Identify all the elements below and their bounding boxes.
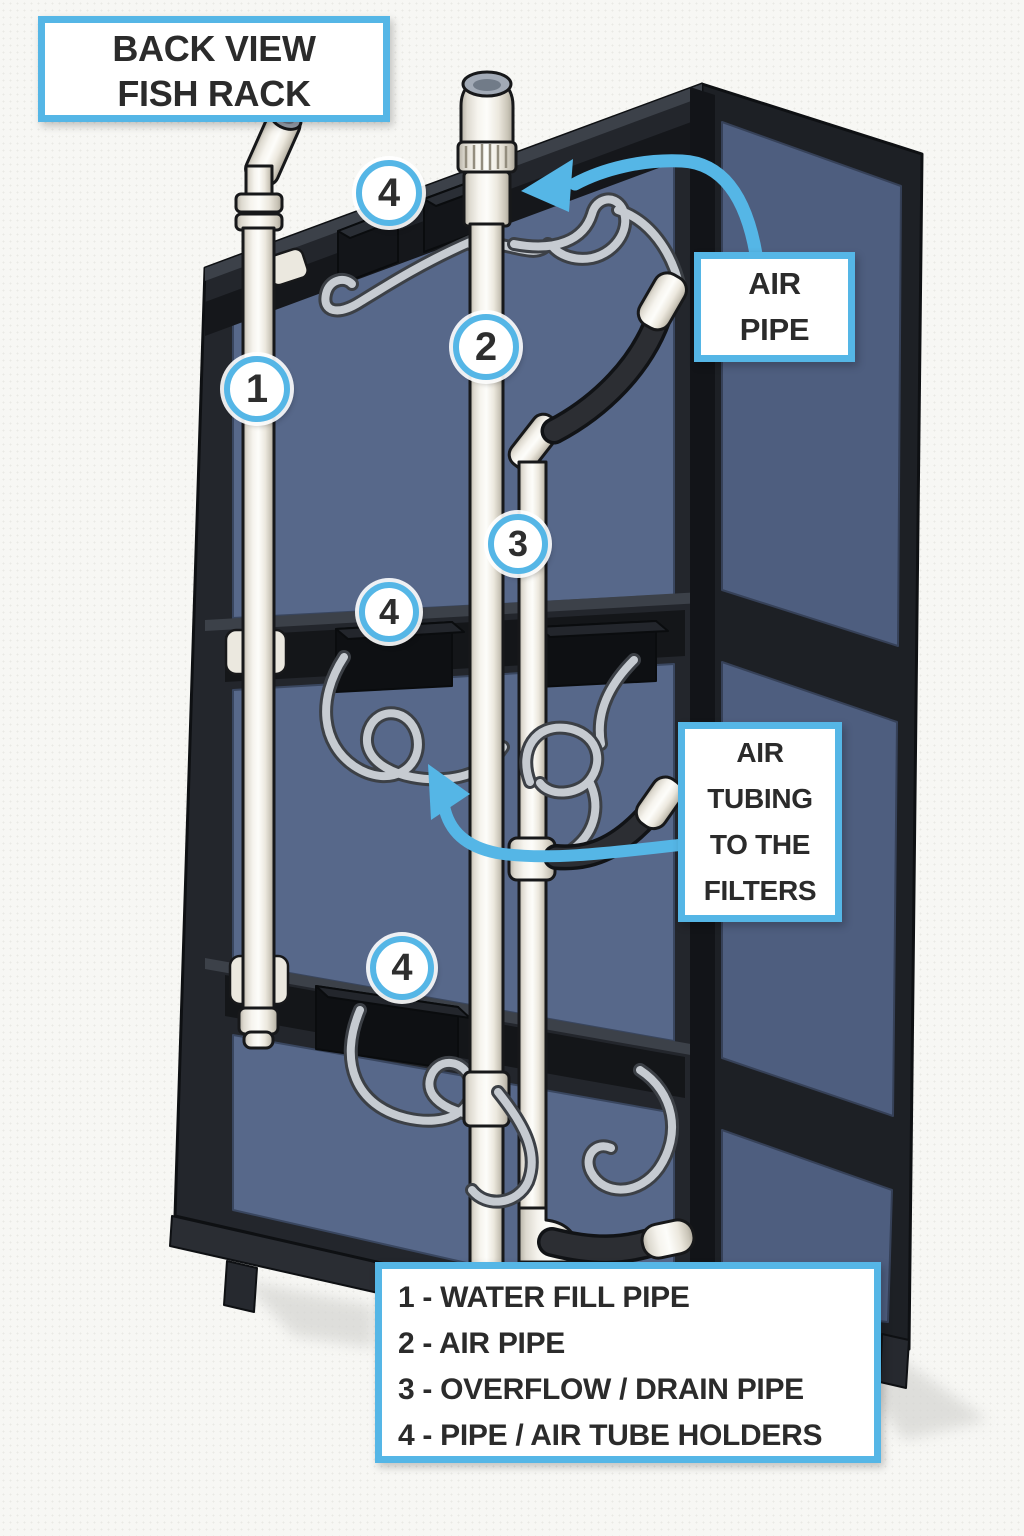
air-tubing-arrow xyxy=(438,800,685,863)
air-tubing-callout-line-3: TO THE xyxy=(709,829,811,860)
air-pipe-callout-line-1: AIR xyxy=(748,266,801,301)
air-tubing-gray-front xyxy=(465,192,687,1209)
title-line-1: BACK VIEW xyxy=(112,28,316,69)
air-pipe-callout: AIR PIPE xyxy=(694,252,855,362)
pipe-holder-blocks xyxy=(315,178,669,1071)
hose-fitting-top xyxy=(636,271,688,332)
air-tubing-callout-line-4: FILTERS xyxy=(703,875,817,906)
legend-item-4: 4 - PIPE / AIR TUBE HOLDERS xyxy=(398,1419,823,1452)
title-line-2: FISH RACK xyxy=(117,73,311,114)
legend-item-3: 3 - OVERFLOW / DRAIN PIPE xyxy=(398,1373,804,1406)
badge-air-pipe: 2 xyxy=(453,314,519,380)
badge-holder-top: 4 xyxy=(356,160,422,226)
air-pipe-arrow xyxy=(568,154,764,267)
hose-fitting-bottom xyxy=(640,1218,696,1260)
hose-fitting-middle xyxy=(634,775,685,831)
air-tubing-arrowhead xyxy=(428,764,470,820)
callout-arrows xyxy=(428,154,764,863)
title-box: BACK VIEW FISH RACK xyxy=(38,16,390,122)
badge-water-fill-pipe: 1 xyxy=(224,356,290,422)
badge-holder-middle: 4 xyxy=(359,582,419,642)
water-fill-pipe xyxy=(234,105,303,1050)
air-tubing-callout-line-2: TUBING xyxy=(707,783,813,814)
legend-box: 1 - WATER FILL PIPE 2 - AIR PIPE 3 - OVE… xyxy=(375,1262,881,1463)
legend-item-1: 1 - WATER FILL PIPE xyxy=(398,1281,690,1314)
badge-overflow-drain-pipe: 3 xyxy=(488,514,548,574)
air-pipe-arrowhead xyxy=(521,159,573,212)
air-tubing-callout: AIR TUBING TO THE FILTERS xyxy=(678,722,842,922)
air-tubing-callout-line-1: AIR xyxy=(736,737,784,768)
legend-item-2: 2 - AIR PIPE xyxy=(398,1327,565,1360)
air-pipe-callout-line-2: PIPE xyxy=(739,312,810,347)
badge-holder-bottom: 4 xyxy=(370,936,434,1000)
